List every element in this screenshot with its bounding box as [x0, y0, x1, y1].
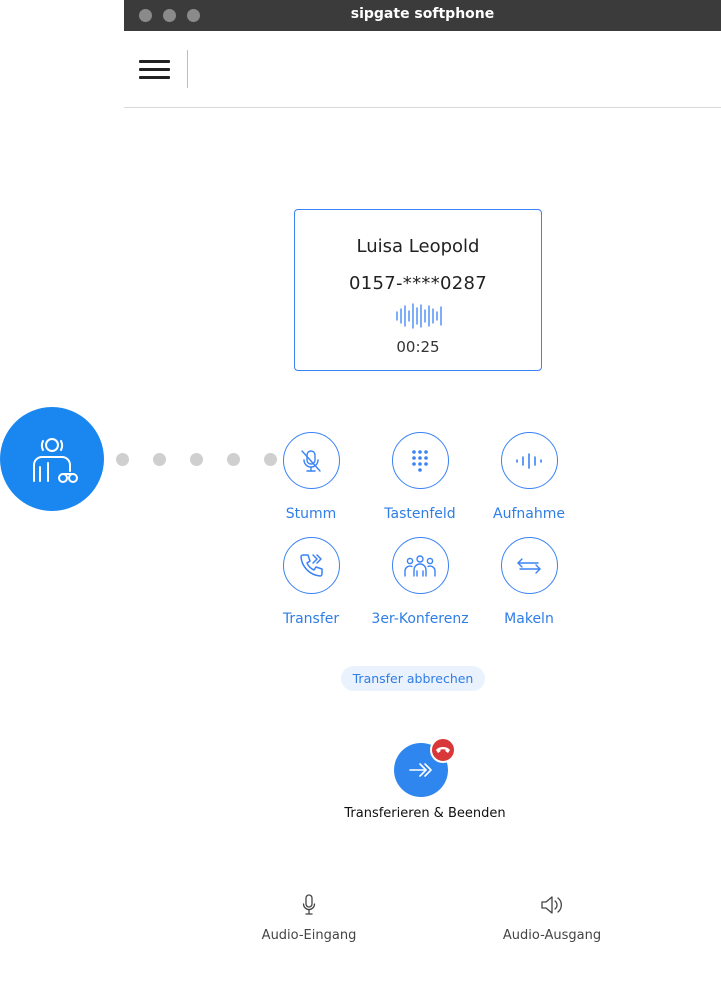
toolbar-divider	[187, 50, 188, 88]
phone-transfer-icon	[300, 553, 323, 577]
record-wave-icon	[516, 452, 542, 469]
record-label: Aufnahme	[493, 506, 565, 522]
transfer-and-end-label: Transferieren & Beenden	[344, 806, 506, 821]
menu-icon[interactable]	[139, 60, 170, 80]
active-call-card: Luisa Leopold 0157-****0287 00:25	[294, 209, 542, 371]
hangup-badge	[430, 737, 456, 763]
transfer-arrow-icon	[409, 763, 432, 777]
window-title: sipgate softphone	[350, 6, 495, 22]
audio-input-button[interactable]: Audio-Eingang	[234, 894, 384, 943]
conference-icon	[404, 554, 436, 577]
audio-input-label: Audio-Eingang	[261, 928, 357, 943]
caller-name: Luisa Leopold	[356, 236, 480, 257]
window-titlebar: sipgate softphone	[124, 0, 721, 31]
connector-dot	[116, 453, 129, 466]
mic-muted-icon	[301, 449, 321, 472]
window-close-dot[interactable]	[139, 9, 152, 22]
connector-dot	[227, 453, 240, 466]
mute-button[interactable]: Stumm	[256, 432, 366, 522]
record-button[interactable]: Aufnahme	[474, 432, 584, 522]
agent-avatar	[0, 407, 104, 511]
keypad-label: Tastenfeld	[384, 506, 456, 522]
transfer-label: Transfer	[282, 611, 340, 627]
swap-button[interactable]: Makeln	[474, 537, 584, 627]
conference-button[interactable]: 3er-Konferenz	[365, 537, 475, 627]
audio-wave-icon	[396, 303, 442, 329]
window-minimize-dot[interactable]	[163, 9, 176, 22]
mute-label: Stumm	[285, 506, 337, 522]
audio-output-button[interactable]: Audio-Ausgang	[477, 894, 627, 943]
window-maximize-dot[interactable]	[187, 9, 200, 22]
connector-dot	[264, 453, 277, 466]
caller-number: 0157-****0287	[348, 273, 487, 294]
connector-dot	[190, 453, 203, 466]
transfer-button[interactable]: Transfer	[256, 537, 366, 627]
keypad-icon	[412, 449, 428, 472]
swap-label: Makeln	[504, 611, 554, 627]
cancel-transfer-button[interactable]: Transfer abbrechen	[341, 666, 485, 691]
connector-dot	[153, 453, 166, 466]
hangup-icon	[436, 747, 450, 753]
audio-output-label: Audio-Ausgang	[502, 928, 602, 943]
call-duration: 00:25	[396, 338, 440, 356]
speaker-icon	[541, 896, 562, 914]
app-toolbar	[124, 31, 721, 108]
microphone-icon	[302, 894, 316, 915]
swap-arrows-icon	[517, 557, 541, 574]
keypad-button[interactable]: Tastenfeld	[365, 432, 475, 522]
agent-headset-icon	[33, 438, 78, 483]
conference-label: 3er-Konferenz	[371, 611, 469, 627]
